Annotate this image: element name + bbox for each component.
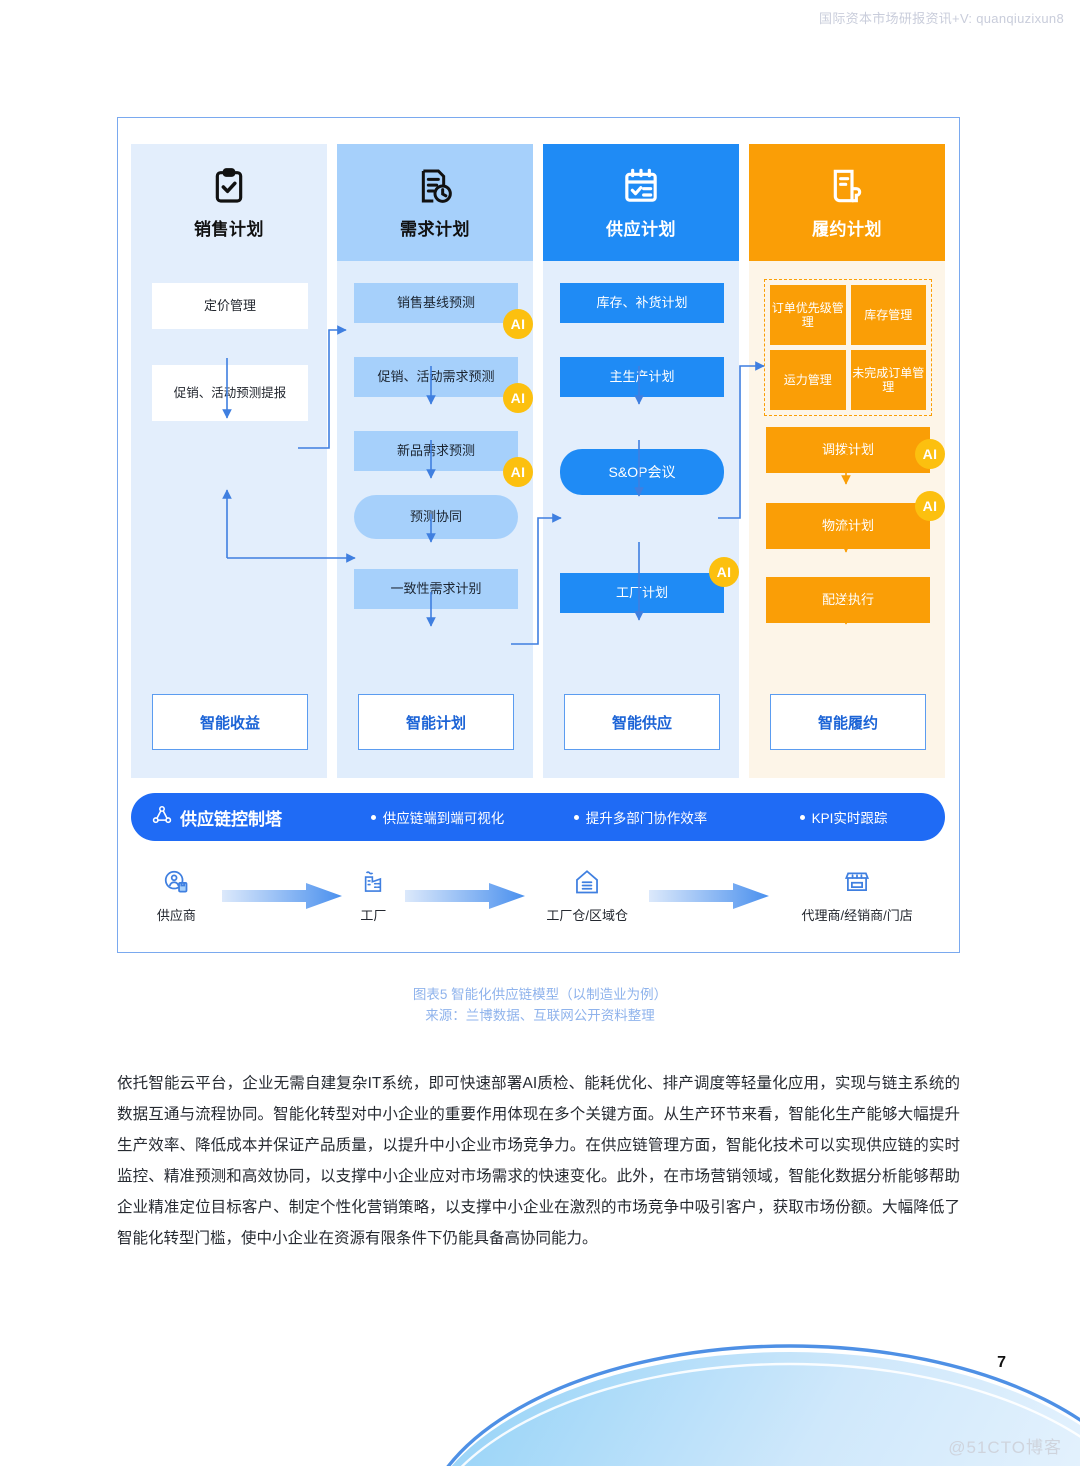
flow-arrow-icon bbox=[649, 883, 770, 909]
cell-capacity-management[interactable]: 运力管理 bbox=[770, 350, 846, 410]
node-pricing-management[interactable]: 定价管理 bbox=[152, 283, 308, 329]
column-fulfillment-plan: 履约计划 订单优先级管理 库存管理 运力管理 未 bbox=[749, 144, 945, 778]
page-number: 7 bbox=[997, 1354, 1006, 1371]
fulfillment-order-group: 订单优先级管理 库存管理 运力管理 未完成订单管理 bbox=[764, 279, 932, 416]
column-title: 需求计划 bbox=[400, 220, 470, 239]
node-new-product-demand-forecast[interactable]: 新品需求预测 bbox=[354, 431, 518, 471]
column-supply-plan: 供应计划 库存、补货计划 主生产计划 S&OP会议 工厂计划 bbox=[543, 144, 739, 778]
flow-node-supplier: 供应商 bbox=[131, 868, 222, 924]
cell-inventory-management[interactable]: 库存管理 bbox=[850, 285, 926, 345]
column-demand-plan: 需求计划 销售基线预测 AI 促销、活动需求预测 AI bbox=[337, 144, 533, 778]
control-tower-item: KPI实时跟踪 bbox=[742, 807, 945, 827]
column-header-fulfillment-plan: 履约计划 bbox=[749, 144, 945, 261]
node-consistent-demand-plan[interactable]: 一致性需求计别 bbox=[354, 569, 518, 609]
document-clock-icon bbox=[415, 165, 455, 207]
clipboard-check-icon bbox=[209, 165, 249, 207]
document-fold-icon bbox=[827, 165, 867, 207]
column-title: 供应计划 bbox=[606, 220, 676, 239]
supplier-icon bbox=[162, 868, 190, 901]
warehouse-icon bbox=[573, 868, 601, 901]
cell-incomplete-order-management[interactable]: 未完成订单管理 bbox=[850, 350, 926, 410]
control-tower-item: 提升多部门协作效率 bbox=[539, 807, 742, 827]
control-tower-items: 供应链端到端可视化 提升多部门协作效率 KPI实时跟踪 bbox=[336, 807, 945, 827]
column-sales-plan: 销售计划 定价管理 促销、活动预测提报 智能收益 bbox=[131, 144, 327, 778]
column-body-fulfillment-plan: 订单优先级管理 库存管理 运力管理 未完成订单管理 调拨计划 bbox=[749, 261, 945, 778]
column-body-supply-plan: 库存、补货计划 主生产计划 S&OP会议 工厂计划 AI 智 bbox=[543, 261, 739, 778]
control-tower-title: 供应链控制塔 bbox=[180, 809, 282, 829]
column-body-demand-plan: 销售基线预测 AI 促销、活动需求预测 AI 新品需求预测 bbox=[337, 261, 533, 778]
column-header-sales-plan: 销售计划 bbox=[131, 144, 327, 261]
flow-arrow-icon bbox=[404, 883, 525, 909]
bullet-dot-icon bbox=[799, 814, 805, 820]
node-allocation-plan[interactable]: 调拨计划 bbox=[766, 427, 930, 473]
ai-badge: AI bbox=[503, 309, 533, 339]
node-factory-plan[interactable]: 工厂计划 bbox=[560, 573, 724, 613]
ai-badge: AI bbox=[915, 439, 945, 469]
ai-badge: AI bbox=[915, 491, 945, 521]
control-tower-title-group: 供应链控制塔 bbox=[131, 804, 336, 831]
node-inventory-replenishment-plan[interactable]: 库存、补货计划 bbox=[560, 283, 724, 323]
cell-order-priority-management[interactable]: 订单优先级管理 bbox=[770, 285, 846, 345]
column-body-sales-plan: 定价管理 促销、活动预测提报 智能收益 bbox=[131, 261, 327, 778]
column-title: 销售计划 bbox=[194, 220, 264, 239]
figure-supply-chain-model: 销售计划 定价管理 促销、活动预测提报 智能收益 bbox=[117, 117, 960, 953]
bullet-dot-icon bbox=[370, 814, 376, 820]
watermark: @51CTO博客 bbox=[948, 1438, 1062, 1457]
node-delivery-execution[interactable]: 配送执行 bbox=[766, 577, 930, 623]
flow-arrow-icon bbox=[221, 883, 342, 909]
ai-badge: AI bbox=[709, 557, 739, 587]
calendar-check-icon bbox=[621, 165, 661, 207]
column-header-supply-plan: 供应计划 bbox=[543, 144, 739, 261]
control-tower-item: 供应链端到端可视化 bbox=[336, 807, 539, 827]
node-sop-meeting[interactable]: S&OP会议 bbox=[560, 449, 724, 495]
node-promo-forecast-submission[interactable]: 促销、活动预测提报 bbox=[152, 365, 308, 421]
bullet-dot-icon bbox=[573, 814, 579, 820]
tag-intelligent-revenue[interactable]: 智能收益 bbox=[152, 694, 308, 750]
document-header: 国际资本市场研报资讯+V: quanqiuzixun8 bbox=[819, 11, 1064, 26]
figure-caption: 图表5 智能化供应链模型（以制造业为例） 来源：兰博数据、互联网公开资料整理 bbox=[0, 985, 1080, 1027]
node-forecast-collaboration[interactable]: 预测协同 bbox=[354, 495, 518, 539]
tag-intelligent-fulfillment[interactable]: 智能履约 bbox=[770, 694, 926, 750]
flow-node-label: 供应商 bbox=[156, 908, 196, 923]
figure-columns: 销售计划 定价管理 促销、活动预测提报 智能收益 bbox=[131, 144, 945, 778]
flow-node-factory: 工厂 bbox=[342, 868, 405, 924]
network-nodes-icon bbox=[151, 804, 173, 831]
node-master-production-plan[interactable]: 主生产计划 bbox=[560, 357, 724, 397]
ai-badge: AI bbox=[503, 457, 533, 487]
factory-icon bbox=[360, 868, 386, 901]
node-promo-demand-forecast[interactable]: 促销、活动需求预测 bbox=[354, 357, 518, 397]
tag-intelligent-supply[interactable]: 智能供应 bbox=[564, 694, 720, 750]
node-logistics-plan[interactable]: 物流计划 bbox=[766, 503, 930, 549]
page-decoration bbox=[0, 1306, 1080, 1466]
body-paragraph: 依托智能云平台，企业无需自建复杂IT系统，即可快速部署AI质检、能耗优化、排产调… bbox=[117, 1075, 960, 1247]
flow-node-label: 工厂 bbox=[360, 908, 387, 923]
control-tower-bar[interactable]: 供应链控制塔 供应链端到端可视化 提升多部门协作效率 KPI实时跟踪 bbox=[131, 793, 945, 841]
supply-flow-strip: 供应商 bbox=[131, 860, 945, 932]
caption-source: 来源：兰博数据、互联网公开资料整理 bbox=[425, 1007, 655, 1023]
ai-badge: AI bbox=[503, 383, 533, 413]
column-header-demand-plan: 需求计划 bbox=[337, 144, 533, 261]
caption-title: 图表5 智能化供应链模型（以制造业为例） bbox=[412, 987, 668, 1002]
flow-node-retail: 代理商/经销商/门店 bbox=[769, 868, 945, 924]
column-title: 履约计划 bbox=[812, 220, 882, 239]
flow-node-label: 代理商/经销商/门店 bbox=[801, 908, 913, 923]
tag-intelligent-planning[interactable]: 智能计划 bbox=[358, 694, 514, 750]
flow-node-label: 工厂仓/区域仓 bbox=[546, 908, 628, 923]
node-sales-baseline-forecast[interactable]: 销售基线预测 bbox=[354, 283, 518, 323]
flow-node-warehouse: 工厂仓/区域仓 bbox=[525, 868, 649, 924]
store-icon bbox=[842, 868, 872, 901]
